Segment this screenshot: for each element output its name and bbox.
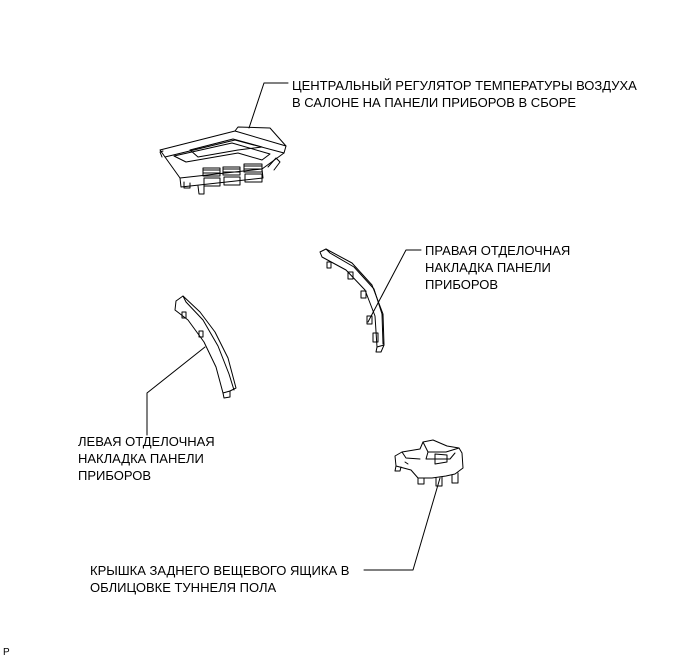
label-line: ПРИБОРОВ [78,468,152,483]
right-finish-trim [319,248,385,353]
label-line: КРЫШКА ЗАДНЕГО ВЕЩЕВОГО ЯЩИКА В [90,563,350,578]
leader-left [146,346,206,436]
left-finish-trim [174,295,237,399]
label-line: В САЛОНЕ НА ПАНЕЛИ ПРИБОРОВ В СБОРЕ [292,95,577,110]
label-line: ЛЕВАЯ ОТДЕЛОЧНАЯ [78,434,215,449]
central-regulator-assembly [159,126,287,195]
leader-box [363,477,441,571]
label-central-temperature-regulator: ЦЕНТРАЛЬНЫЙ РЕГУЛЯТОР ТЕМПЕРАТУРЫ ВОЗДУХ… [292,77,637,111]
leader-lines [146,82,441,571]
leader-central [248,82,289,129]
label-line: ПРИБОРОВ [425,277,499,292]
label-line: ЦЕНТРАЛЬНЫЙ РЕГУЛЯТОР ТЕМПЕРАТУРЫ ВОЗДУХ… [292,78,637,93]
label-line: НАКЛАДКА ПАНЕЛИ [78,451,204,466]
label-right-finish-trim: ПРАВАЯ ОТДЕЛОЧНАЯ НАКЛАДКА ПАНЕЛИ ПРИБОР… [425,242,570,293]
label-left-finish-trim: ЛЕВАЯ ОТДЕЛОЧНАЯ НАКЛАДКА ПАНЕЛИ ПРИБОРО… [78,433,215,484]
figure-code: P [3,647,10,658]
label-line: НАКЛАДКА ПАНЕЛИ [425,260,551,275]
label-line: ОБЛИЦОВКЕ ТУННЕЛЯ ПОЛА [90,580,277,595]
rear-box-cover [394,439,464,487]
label-line: ПРАВАЯ ОТДЕЛОЧНАЯ [425,243,571,258]
leader-right [367,249,422,323]
label-rear-box-cover: КРЫШКА ЗАДНЕГО ВЕЩЕВОГО ЯЩИКА В ОБЛИЦОВК… [90,562,349,596]
